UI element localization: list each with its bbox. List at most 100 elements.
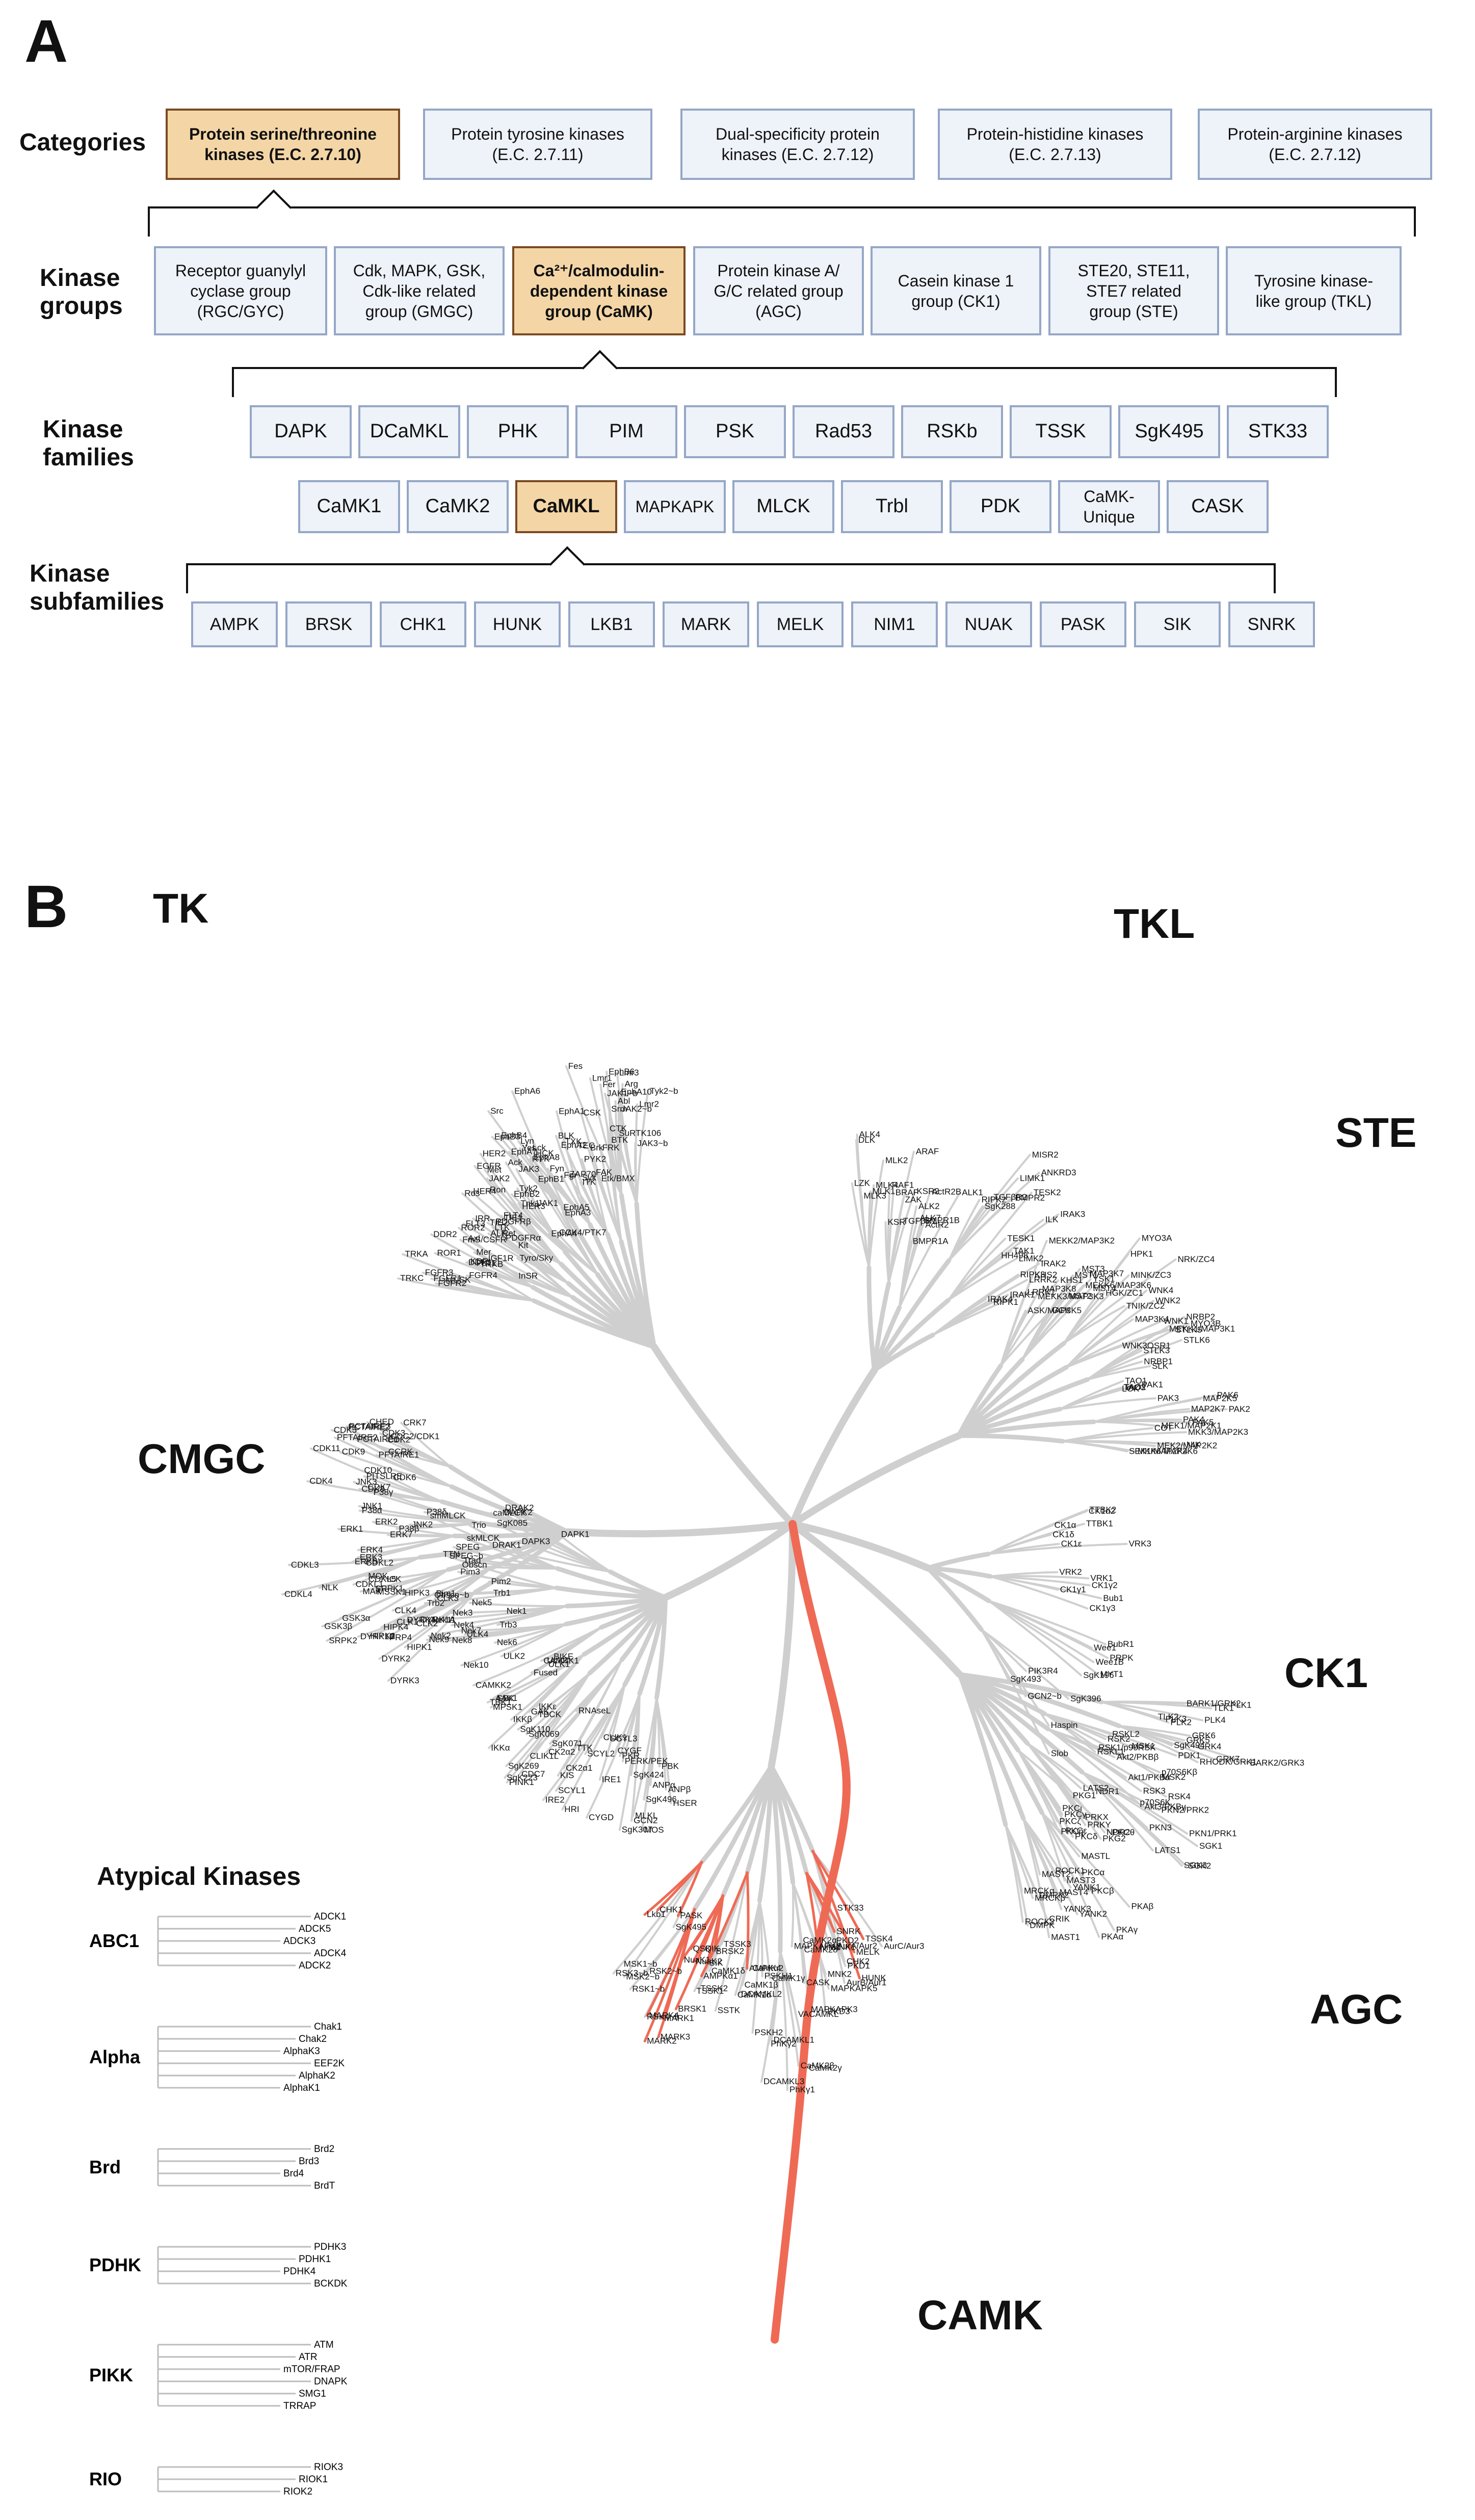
family-box[interactable]: PSK	[684, 405, 786, 458]
kinase-label: CK1ε	[1061, 1539, 1082, 1548]
subfamily-box[interactable]: PASK	[1040, 601, 1126, 647]
kinase-label: ASK/MAP3K5	[1028, 1305, 1082, 1315]
kinase-label: KHS1	[1060, 1275, 1083, 1285]
kinase-label: NuaK2	[696, 1957, 722, 1966]
leaf-branch	[427, 1514, 559, 1570]
group-box[interactable]: Ca²⁺/calmodulin- dependent kinase group …	[512, 246, 686, 335]
family-box[interactable]: Rad53	[793, 405, 894, 458]
leaf-branch	[987, 1509, 1089, 1555]
leaf-branch	[451, 1605, 568, 1626]
leaf-branch	[884, 1221, 890, 1285]
subfamily-box[interactable]: MELK	[757, 601, 844, 647]
kinase-label: SIK	[709, 1958, 723, 1967]
kinase-label: PLK1	[1230, 1700, 1252, 1710]
category-box[interactable]: Protein-arginine kinases (E.C. 2.7.12)	[1198, 109, 1432, 180]
leaf-branch	[310, 1447, 443, 1503]
category-box[interactable]: Protein tyrosine kinases (E.C. 2.7.11)	[423, 109, 652, 180]
kinase-label: CaMK1α	[738, 1990, 772, 2000]
kinase-label: PFTAIRE1	[379, 1450, 419, 1460]
kinase-label: PRP4	[389, 1633, 412, 1642]
group-box[interactable]: Tyrosine kinase- like group (TKL)	[1226, 246, 1402, 335]
kinase-label: ALK	[490, 1228, 507, 1238]
leaf-branch	[518, 1540, 612, 1573]
subfamily-box[interactable]: HUNK	[474, 601, 561, 647]
kinase-label: Fes	[568, 1061, 583, 1071]
branch-ste	[956, 1433, 1065, 1443]
leaf-branch	[620, 1861, 703, 1965]
kinase-label: IRAK1	[1010, 1290, 1035, 1299]
family-box[interactable]: PIM	[575, 405, 677, 458]
subfamily-box[interactable]: AMPK	[191, 601, 278, 647]
kinase-label: GRK5	[1187, 1735, 1210, 1745]
group-box[interactable]: Cdk, MAPK, GSK, Cdk-like related group (…	[334, 246, 505, 335]
kinase-label: YSK1	[1093, 1274, 1115, 1284]
kinase-label: Tyk2~b	[650, 1086, 678, 1096]
atypical-kinase-label: TRRAP	[283, 2401, 316, 2411]
family-box[interactable]: CASK	[1167, 480, 1269, 533]
leaf-branch	[465, 1238, 574, 1299]
group-box[interactable]: STE20, STE11, STE7 related group (STE)	[1048, 246, 1219, 335]
family-box[interactable]: CaMK2	[407, 480, 509, 533]
kinase-label: MUSK	[446, 1275, 471, 1284]
category-box[interactable]: Protein serine/threonine kinases (E.C. 2…	[166, 109, 400, 180]
leaf-branch	[1065, 1328, 1168, 1369]
subfamily-box[interactable]: CHK1	[380, 601, 466, 647]
subfamily-box[interactable]: MARK	[663, 601, 749, 647]
kinase-label: TRKB	[480, 1259, 503, 1269]
kinase-label: KSR	[888, 1217, 906, 1227]
kinase-label: Trb1	[493, 1588, 511, 1598]
group-box[interactable]: Casein kinase 1 group (CK1)	[871, 246, 1041, 335]
category-box[interactable]: Protein-histidine kinases (E.C. 2.7.13)	[938, 109, 1172, 180]
branch-cmgc	[448, 1464, 570, 1534]
kinase-label: NDR1	[1096, 1787, 1119, 1796]
branch-other	[555, 1566, 668, 1600]
family-box[interactable]: CaMKL	[515, 480, 617, 533]
family-box[interactable]: PDK	[950, 480, 1051, 533]
group-box[interactable]: Receptor guanylyl cyclase group (RGC/GYC…	[154, 246, 327, 335]
family-box[interactable]: PHK	[467, 405, 569, 458]
kinase-label: BMPR2	[1015, 1193, 1045, 1203]
kinase-label: Src	[490, 1106, 504, 1116]
subfamily-box[interactable]: NIM1	[851, 601, 938, 647]
family-box[interactable]: DCaMKL	[358, 405, 460, 458]
leaf-branch	[1021, 1309, 1051, 1360]
kinase-label: HER3	[522, 1201, 545, 1211]
kinase-label: Wee1	[1094, 1643, 1116, 1652]
family-box[interactable]: DAPK	[250, 405, 352, 458]
leaf-branch	[462, 1222, 569, 1284]
leaf-branch	[391, 1567, 492, 1612]
family-box[interactable]: STK33	[1227, 405, 1329, 458]
kinase-label: MINK/ZC3	[1131, 1270, 1171, 1280]
kinase-label: CHK2	[847, 1957, 870, 1966]
kinase-label: CCK4/PTK7	[559, 1227, 607, 1237]
leaf-branch	[751, 1899, 761, 2034]
kinase-label: PYK2	[584, 1154, 606, 1164]
kinase-label: MAPKAPK5	[831, 1983, 878, 1993]
kinase-label: PKCβ	[1091, 1886, 1114, 1896]
kinase-label: SGK1	[1199, 1841, 1222, 1851]
kinase-label: PKG2	[1102, 1833, 1125, 1843]
family-box[interactable]: CaMK1	[298, 480, 400, 533]
category-box[interactable]: Dual-specificity protein kinases (E.C. 2…	[680, 109, 915, 180]
group-box[interactable]: Protein kinase A/ G/C related group (AGC…	[693, 246, 864, 335]
family-box[interactable]: MAPKAPK	[624, 480, 726, 533]
kinase-label: CDK9	[342, 1447, 365, 1457]
family-box[interactable]: RSKb	[901, 405, 1003, 458]
branch-camk	[769, 1764, 783, 1954]
kinase-label: CDKL2	[365, 1558, 393, 1567]
family-box[interactable]: Trbl	[841, 480, 943, 533]
atypical-kinase-label: PDHK3	[314, 2242, 346, 2252]
kinase-label: EGFR	[477, 1161, 501, 1171]
family-box[interactable]: TSSK	[1010, 405, 1112, 458]
subfamily-box[interactable]: SNRK	[1228, 601, 1315, 647]
family-box[interactable]: CaMK- Unique	[1058, 480, 1160, 533]
subfamily-box[interactable]: SIK	[1134, 601, 1221, 647]
family-box[interactable]: MLCK	[732, 480, 834, 533]
kinase-label: Lyn	[520, 1136, 534, 1146]
subfamily-box[interactable]: LKB1	[568, 601, 655, 647]
subfamily-box[interactable]: NUAK	[945, 601, 1032, 647]
subfamily-box[interactable]: BRSK	[285, 601, 372, 647]
kinase-label: MYO3B	[1191, 1319, 1221, 1328]
kinase-label: RIPK3	[1020, 1270, 1045, 1279]
family-box[interactable]: SgK495	[1118, 405, 1220, 458]
